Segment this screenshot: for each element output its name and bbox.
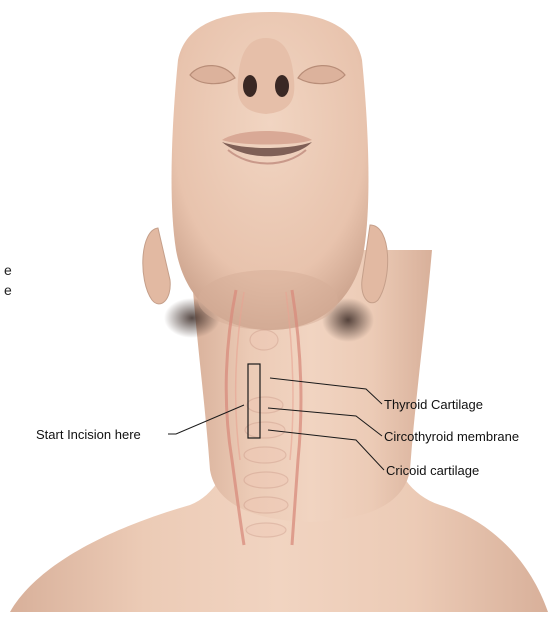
chin-shade <box>198 270 338 330</box>
left-ear <box>143 228 170 304</box>
left-nostril <box>243 75 257 97</box>
cricoid-cartilage-label: Cricoid cartilage <box>386 463 479 478</box>
circothyroid-membrane-label: Circothyroid membrane <box>384 429 519 444</box>
thyroid-cartilage-label: Thyroid Cartilage <box>384 397 483 412</box>
start-incision-label: Start Incision here <box>36 427 141 442</box>
cropped-text-2: e <box>4 282 12 298</box>
right-nostril <box>275 75 289 97</box>
nose <box>238 38 295 114</box>
cropped-text-1: e <box>4 262 12 278</box>
